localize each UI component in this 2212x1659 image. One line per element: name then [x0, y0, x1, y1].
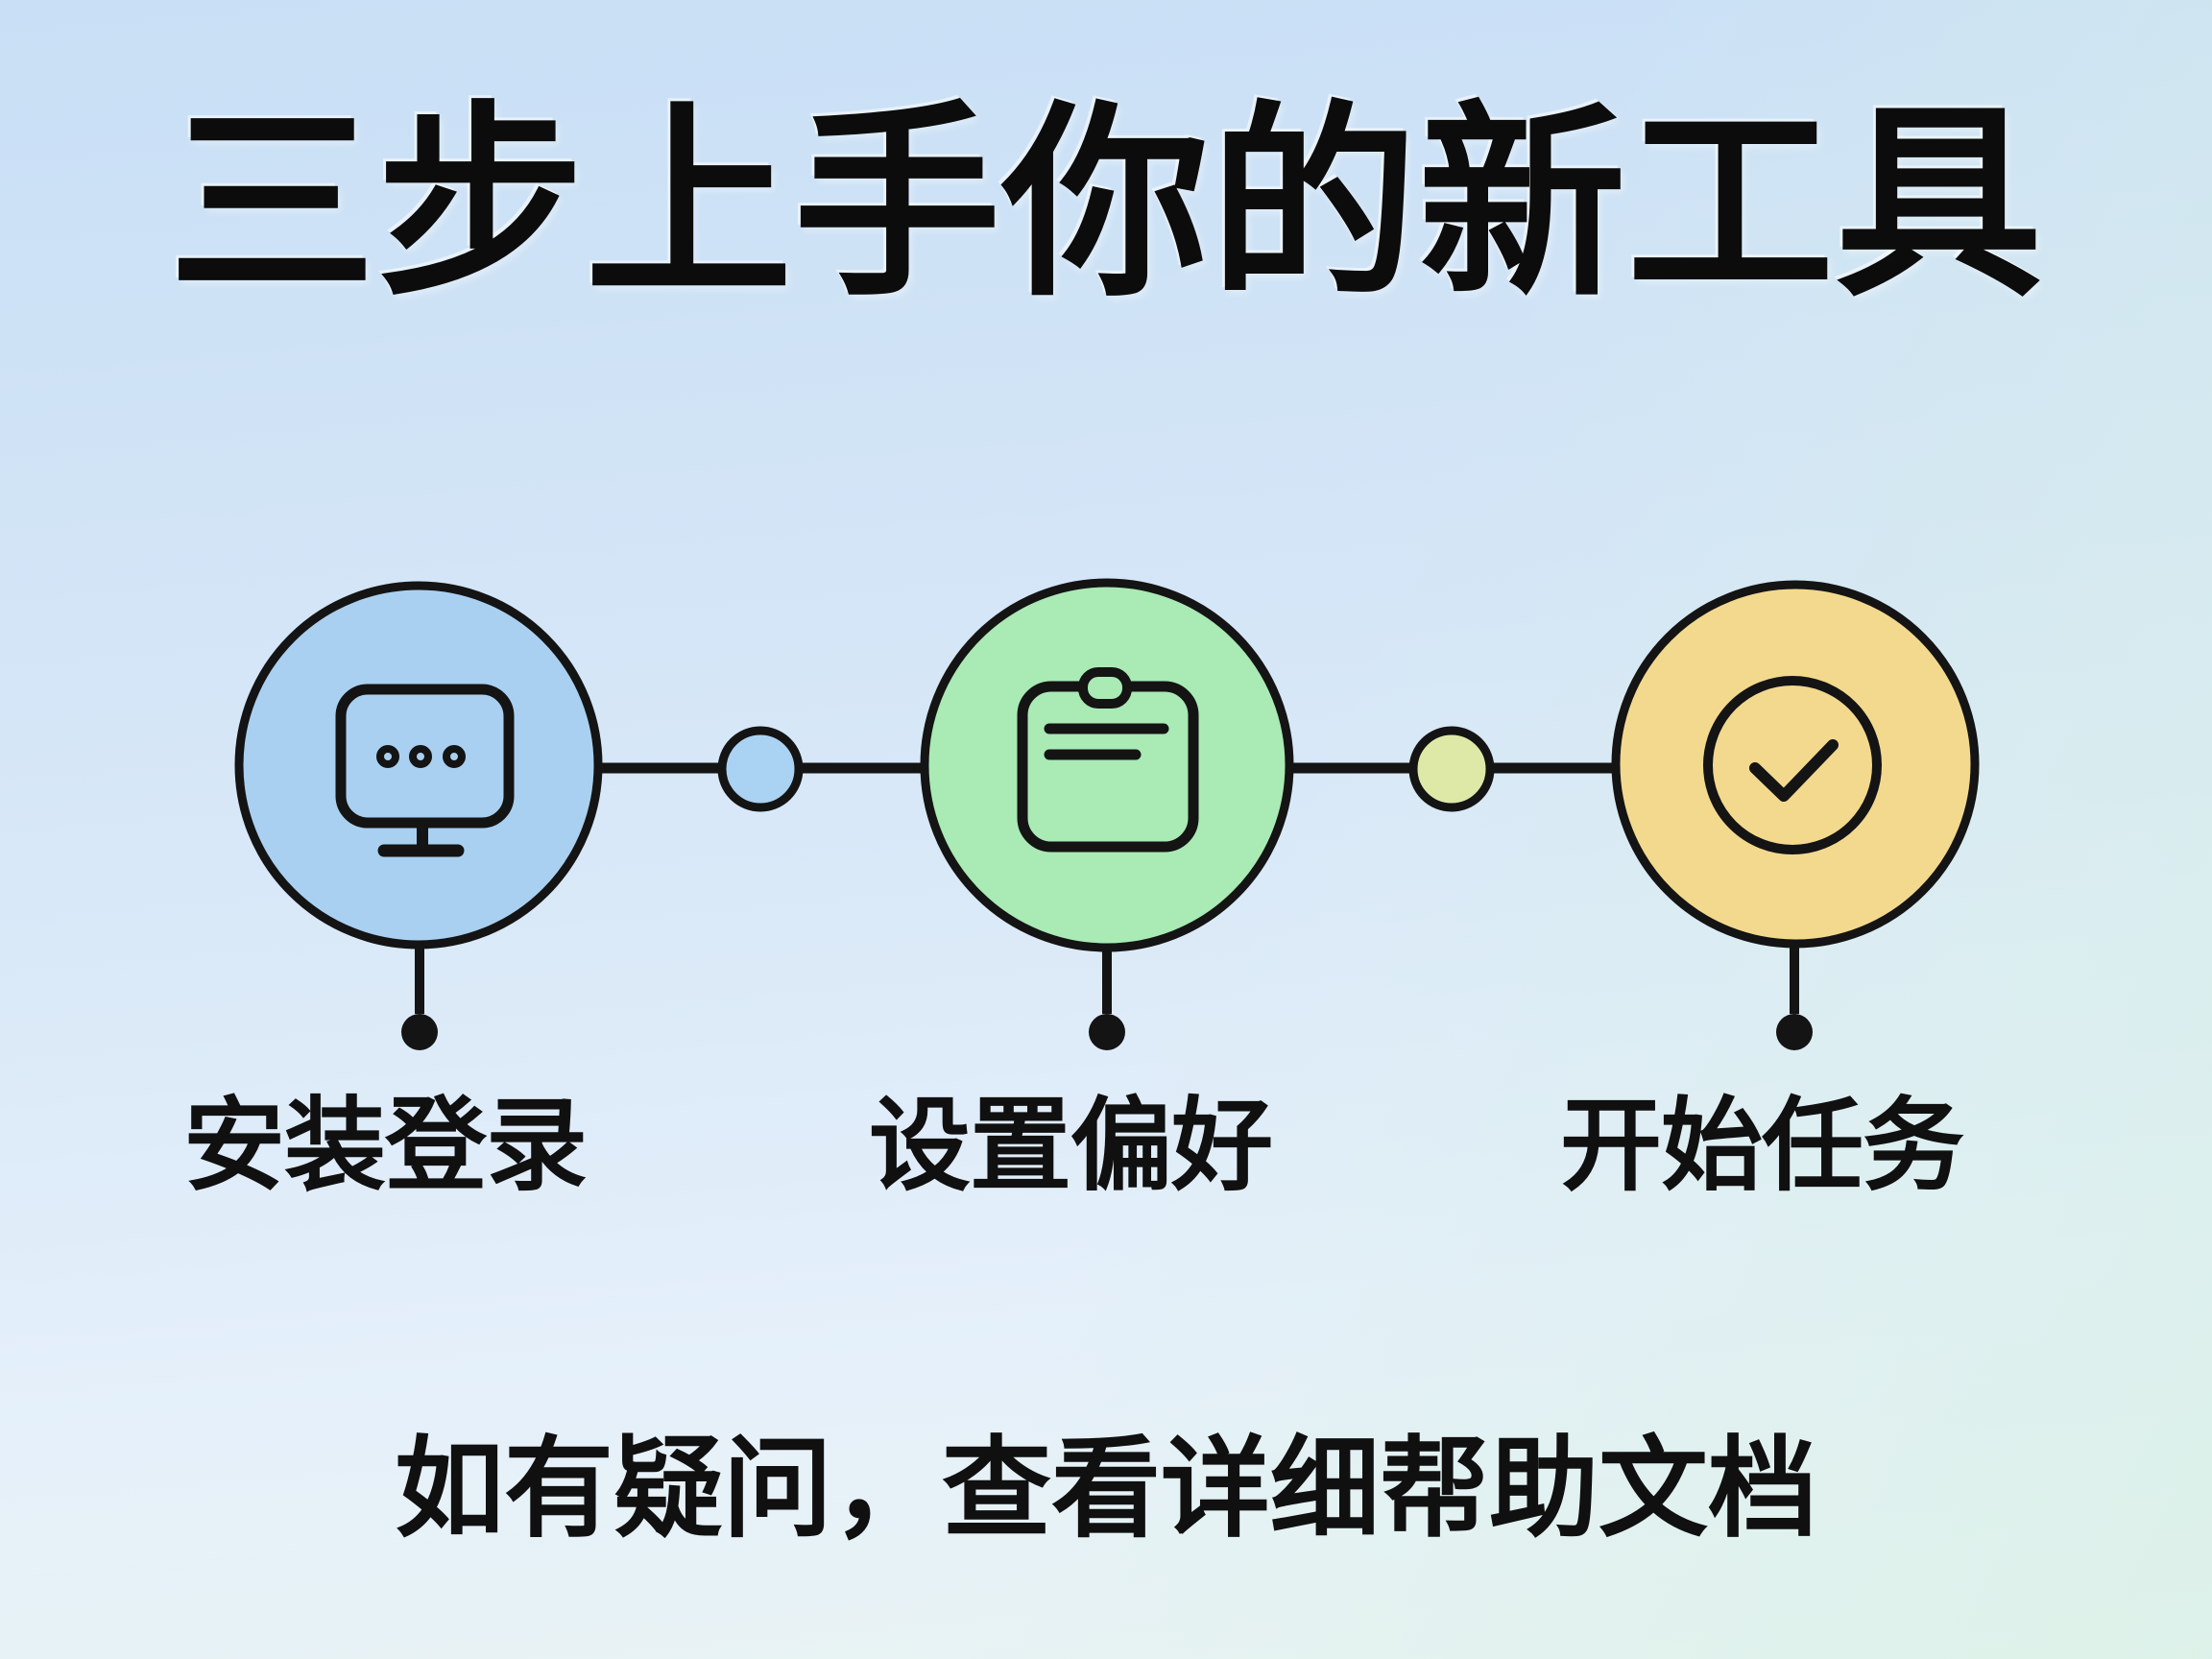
footer-note: 如有疑问，查看详细帮助文档: [394, 1429, 1817, 1551]
step-2-circle: [920, 578, 1294, 952]
step-3-label: 开始任务: [1560, 1090, 1964, 1203]
step-1-circle: [234, 581, 603, 950]
step-3-circle: [1611, 580, 1980, 949]
connector-dot-2: [1408, 726, 1495, 812]
monitor-icon: [335, 684, 515, 857]
step-2-anchor-dot: [1089, 1014, 1125, 1050]
clipboard-icon: [1017, 667, 1199, 853]
step-3-anchor-dot: [1776, 1014, 1813, 1050]
check-circle-icon: [1703, 676, 1882, 854]
step-1-label: 安装登录: [183, 1090, 588, 1203]
step-1-anchor-dot: [401, 1014, 438, 1050]
page-title: 三步上手你的新工具: [168, 87, 2044, 320]
step-2-label: 设置偏好: [869, 1090, 1273, 1203]
connector-dot-1: [717, 726, 804, 812]
